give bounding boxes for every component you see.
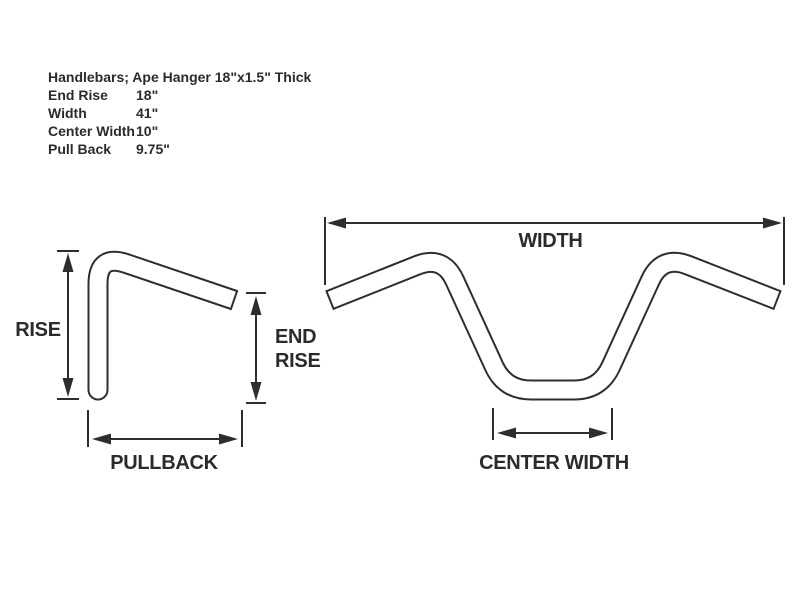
center-width-dimension	[492, 408, 613, 440]
width-arrow-left	[327, 217, 346, 229]
rise-label: RISE	[15, 319, 61, 341]
spec-row-value: 10"	[136, 123, 159, 139]
front-tube-left-end-cap	[325, 289, 335, 311]
spec-row: Width 41"	[48, 104, 311, 122]
spec-row-value: 41"	[136, 105, 159, 121]
end-rise-dimension	[246, 292, 266, 404]
side-tube-end-cap	[229, 289, 239, 311]
spec-row-value: 9.75"	[136, 141, 170, 157]
front-view-tube	[325, 251, 782, 401]
rise-arrow-up	[62, 253, 74, 272]
end-rise-label: END RISE	[275, 326, 321, 372]
pullback-arrow-right	[219, 433, 238, 445]
width-dimension	[324, 217, 785, 285]
spec-row-label: End Rise	[48, 87, 108, 103]
front-tube-right-end-cap	[772, 289, 782, 311]
rise-dimension	[57, 250, 79, 400]
spec-block: Handlebars; Ape Hanger 18"x1.5" Thick En…	[48, 68, 311, 158]
spec-row: Center Width 10"	[48, 122, 311, 140]
spec-title: Handlebars; Ape Hanger 18"x1.5" Thick	[48, 69, 312, 85]
spec-row-value: 18"	[136, 87, 159, 103]
spec-row: Pull Back 9.75"	[48, 140, 311, 158]
width-label: WIDTH	[518, 230, 583, 252]
spec-row-label: Width	[48, 105, 87, 121]
center-width-arrow-right	[589, 427, 608, 439]
pullback-dimension	[87, 410, 243, 447]
pullback-label: PULLBACK	[110, 452, 218, 474]
center-width-arrow-left	[497, 427, 516, 439]
side-view-tube	[87, 250, 239, 401]
center-width-label: CENTER WIDTH	[479, 452, 629, 474]
end-rise-arrow-up	[250, 296, 262, 315]
rise-arrow-down	[62, 378, 74, 397]
end-rise-arrow-down	[250, 382, 262, 401]
spec-row-label: Center Width	[48, 123, 135, 139]
pullback-arrow-left	[92, 433, 111, 445]
width-arrow-right	[763, 217, 782, 229]
spec-row: End Rise 18"	[48, 86, 311, 104]
spec-row-label: Pull Back	[48, 141, 112, 157]
